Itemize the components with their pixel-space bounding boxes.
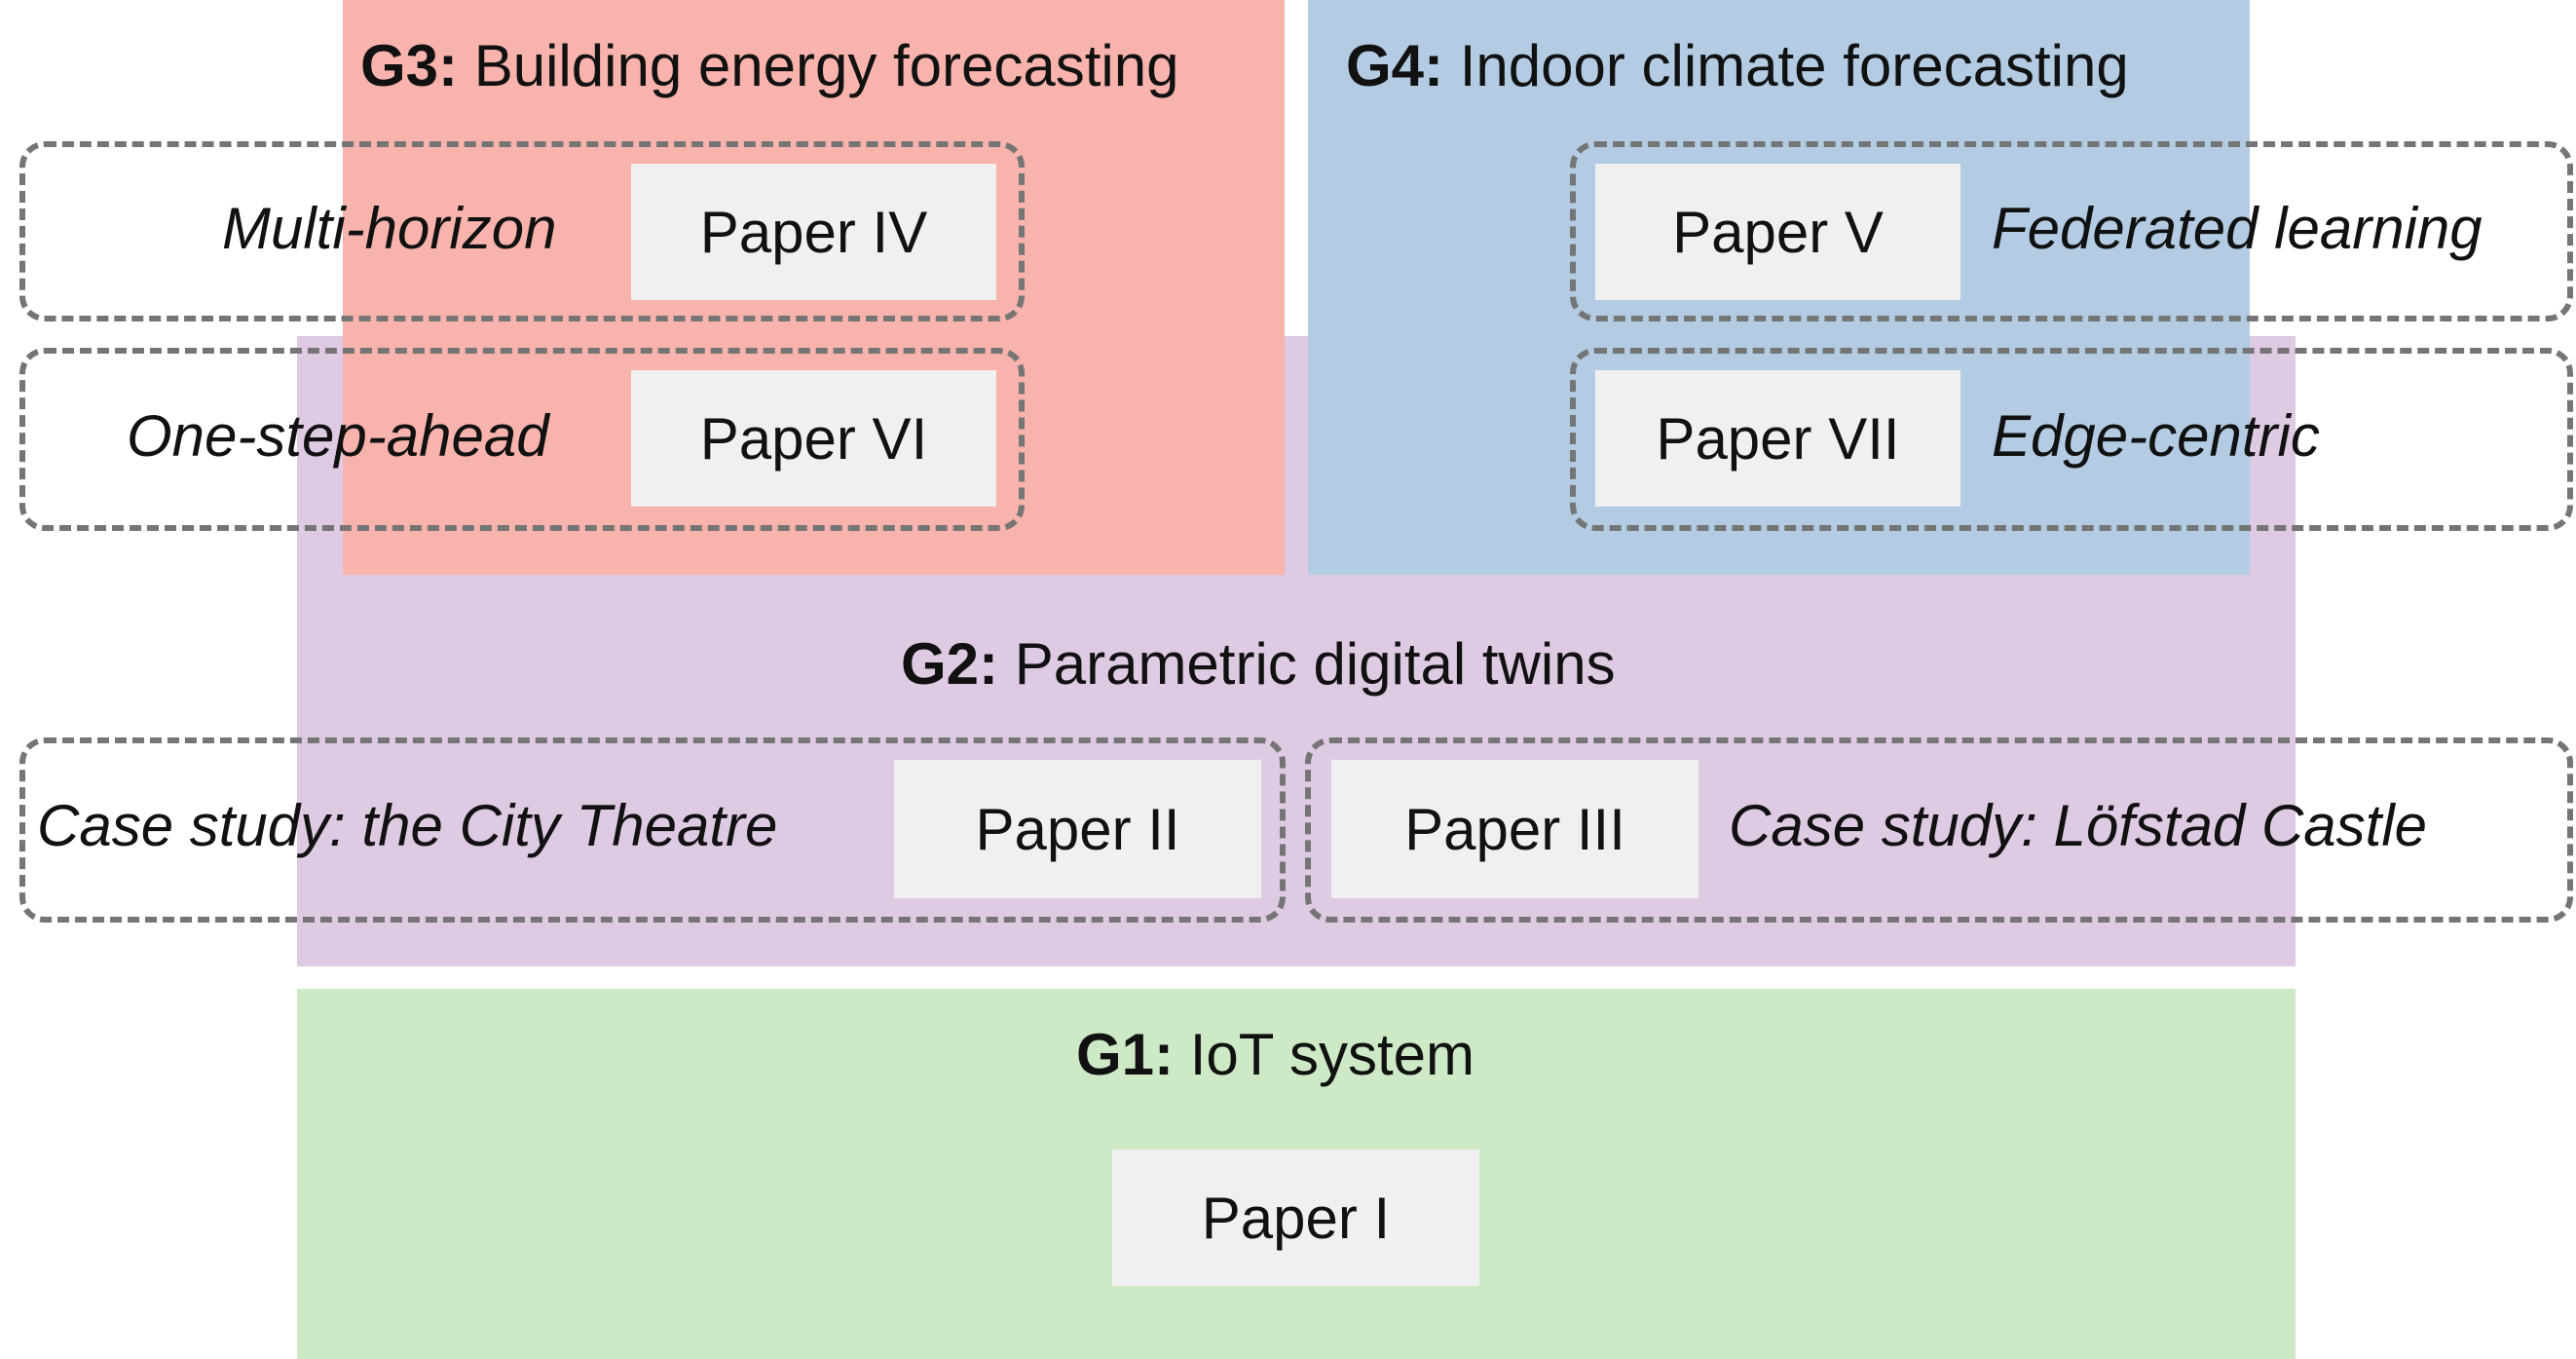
paper-vi-group xyxy=(19,348,1025,531)
g1-title: G1: IoT system xyxy=(1076,1022,1475,1087)
g2-title: G2: Parametric digital twins xyxy=(901,631,1616,697)
paper-v-group xyxy=(1570,141,2573,321)
paper-iv-group xyxy=(19,141,1025,321)
paper-vii-group xyxy=(1570,348,2573,531)
paper-vii-note: Edge-centric xyxy=(1992,403,2320,469)
g3-title: G3: Building energy forecasting xyxy=(360,33,1179,98)
paper-v-note: Federated learning xyxy=(1992,196,2483,261)
g4-title: G4: Indoor climate forecasting xyxy=(1346,33,2129,98)
paper-vi-note: One-step-ahead xyxy=(127,403,549,469)
paper-iv-note: Multi-horizon xyxy=(222,196,557,261)
paper-iv-box: Paper IV xyxy=(631,164,996,300)
paper-i-box: Paper I xyxy=(1112,1150,1479,1286)
paper-ii-note: Case study: the City Theatre xyxy=(37,793,778,858)
paper-vi-box: Paper VI xyxy=(631,370,996,507)
paper-vii-box: Paper VII xyxy=(1595,370,1960,507)
paper-ii-box: Paper II xyxy=(894,760,1261,898)
paper-iii-group xyxy=(1305,737,2573,923)
paper-iii-box: Paper III xyxy=(1331,760,1699,898)
paper-iii-note: Case study: Löfstad Castle xyxy=(1729,793,2428,858)
paper-ii-group xyxy=(19,737,1286,923)
paper-v-box: Paper V xyxy=(1595,164,1960,300)
